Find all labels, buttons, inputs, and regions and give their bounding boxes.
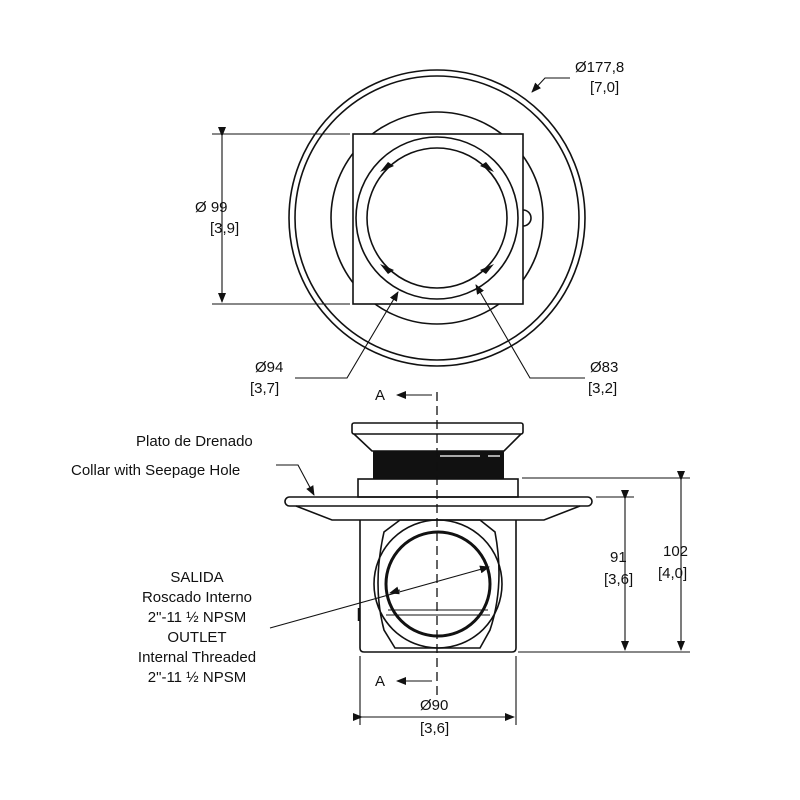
svg-text:SALIDA: SALIDA <box>170 569 223 586</box>
svg-text:2"-11 ½ NPSM: 2"-11 ½ NPSM <box>148 669 246 686</box>
outer-dim-inch: [7,0] <box>590 79 619 96</box>
middle-circle <box>330 111 544 325</box>
ring-inner <box>366 147 508 289</box>
flange-taper <box>295 505 581 521</box>
top-view: Ø 99 [3,9] Ø177,8 [7,0] Ø94 [3,7] Ø83 [3… <box>195 59 624 397</box>
svg-text:Roscado Interno: Roscado Interno <box>142 589 252 606</box>
flange-plate <box>284 496 593 507</box>
square-dim-value: Ø 99 <box>195 199 228 216</box>
outer-dim-value: Ø177,8 <box>575 59 624 76</box>
svg-text:Internal Threaded: Internal Threaded <box>138 649 256 666</box>
collar-label: Collar with Seepage Hole <box>71 462 240 479</box>
body-dia-value: Ø90 <box>420 697 448 714</box>
outlet-label: SALIDA Roscado Interno 2"-11 ½ NPSM OUTL… <box>138 569 256 686</box>
outer-circle-inner <box>294 75 580 361</box>
outlet-inner-circle <box>384 530 492 638</box>
outlet-outer-circle <box>373 519 503 649</box>
height-total-value: 102 <box>663 543 688 560</box>
clip-tabs <box>380 162 494 274</box>
body <box>359 520 517 653</box>
square-grate <box>352 133 524 305</box>
seepage-hole-icon <box>522 209 532 227</box>
height-total-inch: [4,0] <box>658 565 687 582</box>
plate-label: Plato de Drenado <box>136 433 253 450</box>
height-inner-inch: [3,6] <box>604 571 633 588</box>
thread-section <box>373 451 504 479</box>
ring-outer-dim-inch: [3,7] <box>250 380 279 397</box>
square-dim-inch: [3,9] <box>210 220 239 237</box>
body-dia-inch: [3,6] <box>420 720 449 737</box>
ring-outer-dim-value: Ø94 <box>255 359 283 376</box>
side-view: A A Plato de Drenado Collar with Seepage… <box>71 387 690 737</box>
height-inner-value: 91 <box>610 549 627 566</box>
ring-outer <box>355 136 519 300</box>
svg-text:2"-11 ½ NPSM: 2"-11 ½ NPSM <box>148 609 246 626</box>
ring-inner-dim-value: Ø83 <box>590 359 618 376</box>
section-label-bottom: A <box>375 673 385 690</box>
collar <box>357 478 519 498</box>
outlet-hub <box>377 519 500 649</box>
svg-text:OUTLET: OUTLET <box>167 629 226 646</box>
outer-circle <box>288 69 586 367</box>
ring-inner-dim-inch: [3,2] <box>588 380 617 397</box>
section-label-top: A <box>375 387 385 404</box>
